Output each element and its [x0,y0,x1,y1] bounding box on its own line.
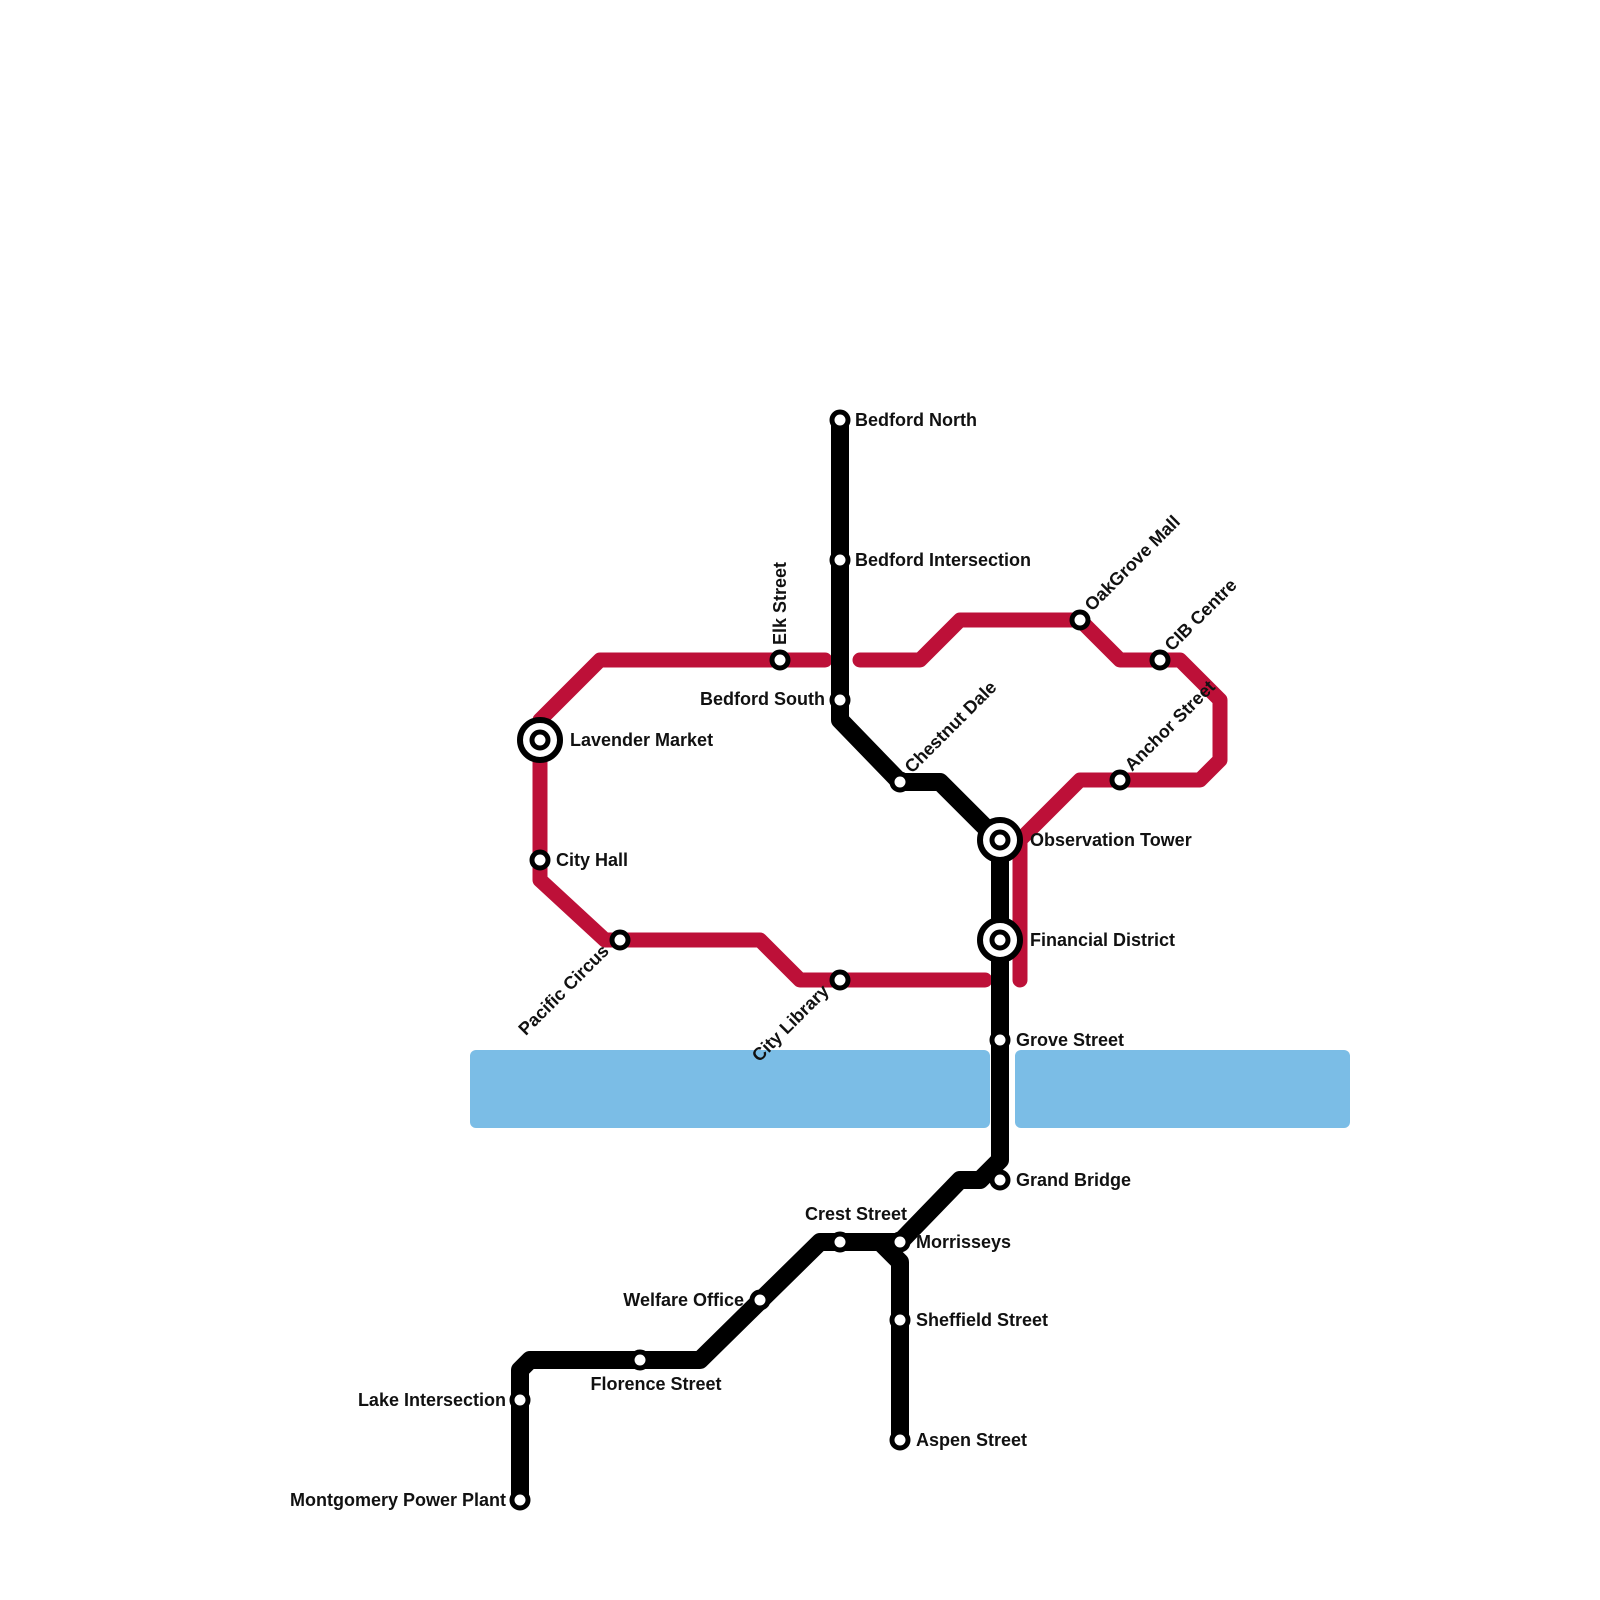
station-chestnut-dale[interactable] [889,771,911,793]
label-city-hall: City Hall [556,850,628,870]
station-aspen-street[interactable] [889,1429,911,1451]
station-city-hall[interactable] [529,849,551,871]
station-bedford-north[interactable] [829,409,851,431]
interchange-observation-tower[interactable] [977,817,1023,863]
label-cib-centre: CIB Centre [1161,575,1241,655]
label-lake-intersection: Lake Intersection [358,1390,506,1410]
station-montgomery-power-plant[interactable] [509,1489,531,1511]
station-morrisseys[interactable] [889,1231,911,1253]
station-crest-street[interactable] [829,1231,851,1253]
black-line-aspen-branch [871,1233,909,1449]
station-grove-street[interactable] [989,1029,1011,1051]
station-pacific-circus[interactable] [609,929,631,951]
station-cib-centre[interactable] [1149,649,1171,671]
label-bedford-south: Bedford South [700,689,825,709]
label-oakgrove-mall: OakGrove Mall [1081,512,1184,615]
label-grove-street: Grove Street [1016,1030,1124,1050]
label-bedford-north: Bedford North [855,410,977,430]
station-sheffield-street[interactable] [889,1309,911,1331]
interchange-financial-district[interactable] [977,917,1023,963]
station-grand-bridge[interactable] [989,1169,1011,1191]
label-florence-street: Florence Street [590,1374,721,1394]
river-west [470,1050,990,1128]
label-aspen-street: Aspen Street [916,1430,1027,1450]
label-financial-district: Financial District [1030,930,1175,950]
station-oakgrove-mall[interactable] [1069,609,1091,631]
station-lake-intersection[interactable] [509,1389,531,1411]
river-east [1015,1050,1350,1128]
red-line-west-top [532,652,993,988]
label-montgomery-power-plant: Montgomery Power Plant [290,1490,506,1510]
station-bedford-south[interactable] [829,689,851,711]
label-chestnut-dale: Chestnut Dale [901,677,1001,777]
label-grand-bridge: Grand Bridge [1016,1170,1131,1190]
label-bedford-intersection: Bedford Intersection [855,550,1031,570]
red-line [532,612,1228,988]
label-welfare-office: Welfare Office [623,1290,744,1310]
station-elk-street[interactable] [769,649,791,671]
label-sheffield-street: Sheffield Street [916,1310,1048,1330]
label-crest-street: Crest Street [805,1204,907,1224]
station-welfare-office[interactable] [749,1289,771,1311]
station-labels: Bedford North Bedford Intersection Bedfo… [290,410,1241,1510]
label-anchor-street: Anchor Street [1121,677,1219,775]
station-city-library[interactable] [829,969,851,991]
label-morrisseys: Morrisseys [916,1232,1011,1252]
water-layer [470,1050,1350,1128]
red-line-east-loop [852,612,1228,988]
interchange-lavender-market[interactable] [517,717,563,763]
label-pacific-circus: Pacific Circus [514,941,612,1039]
station-anchor-street[interactable] [1109,769,1131,791]
stations [509,409,1171,1511]
label-elk-street: Elk Street [770,562,790,645]
station-florence-street[interactable] [629,1349,651,1371]
station-bedford-intersection[interactable] [829,549,851,571]
label-lavender-market: Lavender Market [570,730,713,750]
interchanges [517,717,1023,963]
label-observation-tower: Observation Tower [1030,830,1192,850]
